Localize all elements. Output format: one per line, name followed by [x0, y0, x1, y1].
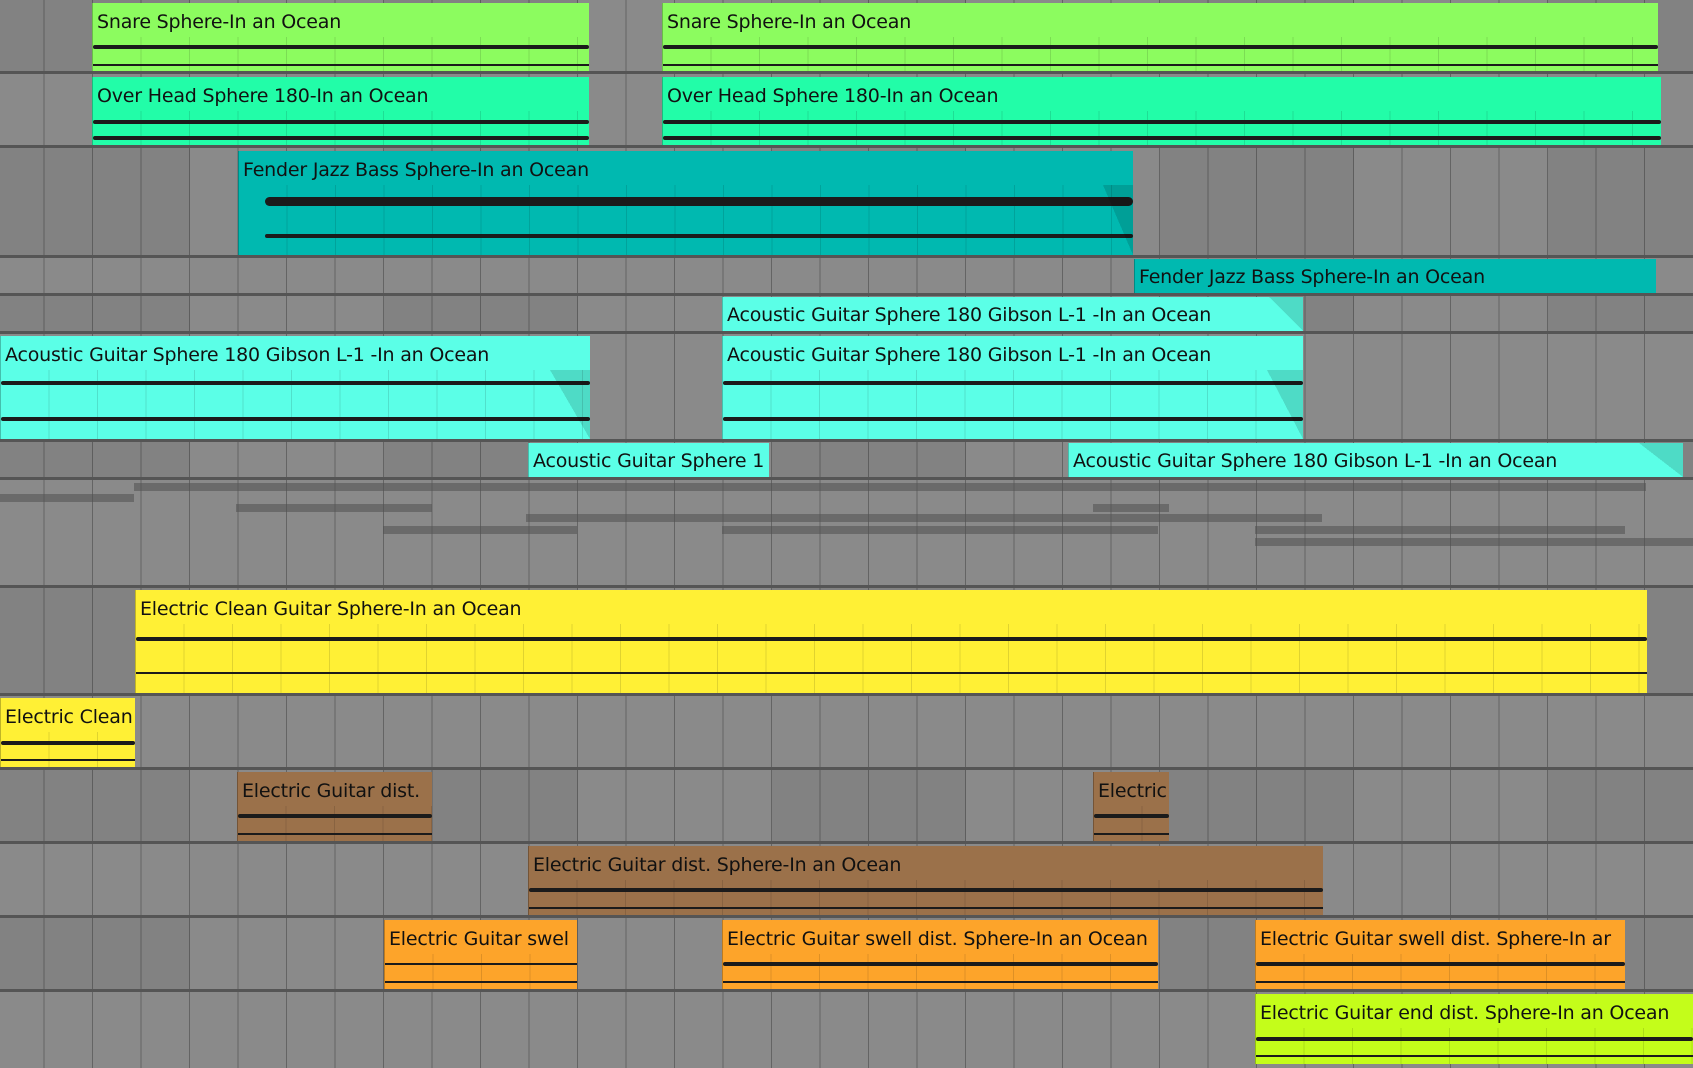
waveform [1, 732, 135, 767]
clip-title: Electric Guitar swell dist. Sphere-In ar [1260, 928, 1611, 950]
automation-line [1255, 526, 1625, 534]
automation-line [1255, 538, 1693, 546]
clip-title: Electric Clean Guitar Sphere-In an Ocean [140, 598, 522, 620]
fade-handle[interactable] [1103, 185, 1133, 255]
fade-handle[interactable] [550, 370, 590, 439]
track-lane-electric-clean-2[interactable] [0, 696, 1693, 770]
waveform [663, 37, 1658, 71]
clip-title: Acoustic Guitar Sphere 180 Gibson L-1 -I… [1073, 450, 1558, 472]
waveform [663, 111, 1661, 145]
audio-clip[interactable]: Acoustic Guitar Sphere 180 Gibson L-1 -I… [1068, 443, 1683, 477]
waveform [93, 37, 589, 71]
audio-clip[interactable]: Electric [1093, 772, 1169, 841]
waveform [1256, 954, 1625, 989]
audio-clip[interactable]: Fender Jazz Bass Sphere-In an Ocean [1134, 259, 1656, 293]
clip-title: Electric Guitar dist. Sphere-In an Ocean [533, 854, 902, 876]
audio-clip[interactable]: Fender Jazz Bass Sphere-In an Ocean [238, 151, 1133, 255]
automation-line [134, 483, 1646, 491]
clip-title: Fender Jazz Bass Sphere-In an Ocean [1139, 266, 1485, 288]
clip-title: Over Head Sphere 180-In an Ocean [667, 85, 999, 107]
clip-title: Electric Guitar swel [389, 928, 569, 950]
clip-title: Acoustic Guitar Sphere 1 [533, 450, 765, 472]
audio-clip[interactable]: Electric Clean [0, 698, 135, 767]
automation-line [1093, 504, 1169, 512]
audio-clip[interactable]: Electric Guitar dist. Sphere-In an Ocean [528, 846, 1323, 915]
clip-title: Snare Sphere-In an Ocean [667, 11, 912, 33]
fade-handle[interactable] [1269, 297, 1303, 331]
clip-title: Electric Guitar dist. [242, 780, 420, 802]
waveform [238, 806, 432, 841]
waveform [723, 370, 1303, 439]
audio-clip[interactable]: Acoustic Guitar Sphere 180 Gibson L-1 -I… [722, 297, 1303, 331]
audio-clip[interactable]: Acoustic Guitar Sphere 1 [528, 443, 769, 477]
clip-title: Electric Clean [5, 706, 133, 728]
clip-title: Acoustic Guitar Sphere 180 Gibson L-1 -I… [5, 344, 490, 366]
audio-clip[interactable]: Acoustic Guitar Sphere 180 Gibson L-1 -I… [722, 336, 1303, 439]
clip-title: Acoustic Guitar Sphere 180 Gibson L-1 -I… [727, 344, 1212, 366]
waveform [136, 624, 1647, 693]
clip-title: Snare Sphere-In an Ocean [97, 11, 342, 33]
clip-title: Fender Jazz Bass Sphere-In an Ocean [243, 159, 589, 181]
fade-handle[interactable] [1267, 370, 1303, 439]
clip-title: Acoustic Guitar Sphere 180 Gibson L-1 -I… [727, 304, 1212, 326]
automation-line [0, 494, 134, 502]
audio-clip[interactable]: Electric Guitar swell dist. Sphere-In an… [722, 920, 1158, 989]
audio-clip[interactable]: Acoustic Guitar Sphere 180 Gibson L-1 -I… [0, 336, 590, 439]
waveform [239, 185, 1133, 255]
track-lane-automation[interactable] [0, 480, 1693, 588]
audio-clip[interactable]: Over Head Sphere 180-In an Ocean [92, 77, 589, 145]
audio-clip[interactable]: Snare Sphere-In an Ocean [662, 3, 1658, 71]
waveform [1094, 806, 1169, 841]
waveform [723, 954, 1158, 989]
automation-line [383, 526, 577, 534]
clip-title: Electric [1098, 780, 1167, 802]
automation-line [236, 504, 432, 512]
audio-clip[interactable]: Electric Guitar end dist. Sphere-In an O… [1255, 994, 1693, 1064]
waveform [385, 954, 577, 989]
automation-line [722, 526, 1158, 534]
clip-title: Electric Guitar swell dist. Sphere-In an… [727, 928, 1148, 950]
clip-title: Electric Guitar end dist. Sphere-In an O… [1260, 1002, 1670, 1024]
waveform [529, 880, 1323, 915]
waveform [93, 111, 589, 145]
audio-clip[interactable]: Snare Sphere-In an Ocean [92, 3, 589, 71]
waveform [1, 370, 590, 439]
fade-handle[interactable] [1639, 443, 1683, 477]
automation-line [526, 514, 1322, 522]
waveform [1256, 1028, 1693, 1064]
audio-clip[interactable]: Electric Clean Guitar Sphere-In an Ocean [135, 590, 1647, 693]
audio-clip[interactable]: Electric Guitar swel [384, 920, 577, 989]
audio-clip[interactable]: Electric Guitar swell dist. Sphere-In ar [1255, 920, 1625, 989]
clip-title: Over Head Sphere 180-In an Ocean [97, 85, 429, 107]
audio-clip[interactable]: Over Head Sphere 180-In an Ocean [662, 77, 1661, 145]
audio-clip[interactable]: Electric Guitar dist. [237, 772, 432, 841]
